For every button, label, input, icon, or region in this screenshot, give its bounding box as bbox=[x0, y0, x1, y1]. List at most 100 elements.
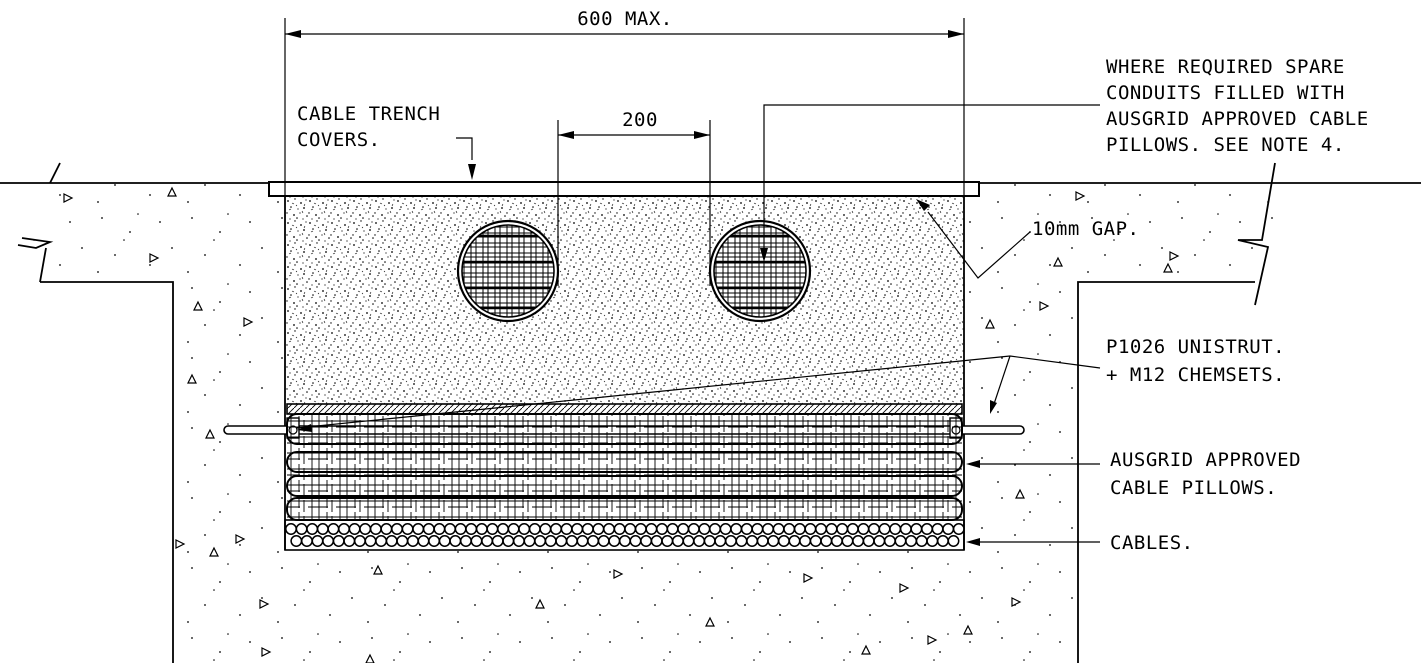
cable bbox=[629, 535, 642, 547]
cable bbox=[815, 523, 827, 535]
cable bbox=[714, 535, 727, 547]
cable bbox=[364, 535, 377, 547]
cable bbox=[809, 535, 822, 547]
cable bbox=[560, 523, 573, 535]
cable bbox=[682, 535, 695, 547]
cable bbox=[438, 535, 451, 547]
cable bbox=[952, 523, 965, 535]
spare-conduit-right bbox=[708, 219, 812, 323]
cable-pillows bbox=[286, 413, 963, 521]
cable bbox=[359, 523, 372, 535]
cable bbox=[724, 535, 737, 547]
label-pillows-line1: AUSGRID APPROVED bbox=[1110, 449, 1301, 471]
cable bbox=[412, 523, 425, 535]
label-gap: 10mm GAP. bbox=[1032, 218, 1139, 240]
cable bbox=[322, 535, 335, 547]
cables-row bbox=[285, 523, 965, 547]
cable bbox=[565, 535, 578, 547]
cable bbox=[422, 523, 435, 535]
cable bbox=[656, 523, 668, 535]
cable bbox=[799, 535, 812, 547]
cable bbox=[836, 523, 849, 535]
cable bbox=[348, 523, 361, 535]
cable bbox=[703, 535, 716, 547]
cable bbox=[777, 535, 790, 547]
cable bbox=[693, 535, 706, 547]
cable bbox=[762, 523, 774, 535]
cable bbox=[449, 535, 462, 547]
cable bbox=[581, 523, 594, 535]
cable bbox=[497, 523, 509, 535]
cable bbox=[936, 535, 949, 547]
cable bbox=[873, 535, 886, 547]
cable bbox=[878, 523, 891, 535]
cable bbox=[587, 535, 600, 547]
cable bbox=[592, 523, 605, 535]
cable bbox=[507, 523, 520, 535]
cable bbox=[698, 523, 711, 535]
cable bbox=[788, 535, 801, 547]
cable bbox=[756, 535, 769, 547]
cable bbox=[306, 523, 319, 535]
cable bbox=[417, 535, 430, 547]
cable bbox=[327, 523, 340, 535]
cable bbox=[931, 523, 944, 535]
cable bbox=[597, 535, 610, 547]
cable bbox=[459, 535, 472, 547]
cable bbox=[862, 535, 875, 547]
cable bbox=[380, 523, 393, 535]
cable bbox=[544, 535, 557, 547]
cable bbox=[852, 535, 865, 547]
cable bbox=[772, 523, 785, 535]
cable bbox=[338, 523, 350, 535]
label-cables: CABLES. bbox=[1110, 532, 1194, 554]
dimension-600 bbox=[284, 18, 965, 196]
cable bbox=[391, 523, 403, 535]
cable bbox=[783, 523, 796, 535]
cable bbox=[634, 523, 647, 535]
cable bbox=[666, 523, 679, 535]
cable bbox=[921, 523, 933, 535]
cable bbox=[523, 535, 536, 547]
cable bbox=[947, 535, 960, 547]
dimension-200-label: 200 bbox=[622, 109, 658, 131]
cable bbox=[709, 523, 721, 535]
cable bbox=[915, 535, 928, 547]
cable bbox=[481, 535, 494, 547]
cable bbox=[433, 523, 446, 535]
leader-lines bbox=[296, 104, 1101, 546]
cable bbox=[343, 535, 356, 547]
cable bbox=[793, 523, 806, 535]
cable bbox=[677, 523, 690, 535]
label-unistrut-line1: P1026 UNISTRUT. bbox=[1106, 336, 1285, 358]
cable bbox=[905, 535, 918, 547]
cable bbox=[926, 535, 939, 547]
cable bbox=[385, 535, 398, 547]
cable bbox=[899, 523, 912, 535]
cable bbox=[746, 535, 759, 547]
cable bbox=[353, 535, 366, 547]
trench-cover bbox=[268, 181, 980, 197]
cable bbox=[868, 523, 880, 535]
dimension-600-label: 600 MAX. bbox=[577, 8, 673, 30]
cable bbox=[512, 535, 525, 547]
cable bbox=[825, 523, 838, 535]
cable bbox=[454, 523, 467, 535]
cable bbox=[640, 535, 653, 547]
spare-conduit-left bbox=[456, 219, 560, 323]
cable bbox=[645, 523, 658, 535]
cable bbox=[571, 523, 584, 535]
cable bbox=[730, 523, 743, 535]
cable bbox=[608, 535, 621, 547]
cable bbox=[751, 523, 764, 535]
cable bbox=[942, 523, 955, 535]
cable bbox=[475, 523, 488, 535]
cable bbox=[618, 535, 631, 547]
label-spare-conduits-line2: CONDUITS FILLED WITH bbox=[1106, 82, 1345, 104]
cable bbox=[857, 523, 870, 535]
cable bbox=[444, 523, 456, 535]
cable bbox=[613, 523, 626, 535]
cable bbox=[767, 535, 780, 547]
sand-backfill bbox=[285, 196, 964, 404]
